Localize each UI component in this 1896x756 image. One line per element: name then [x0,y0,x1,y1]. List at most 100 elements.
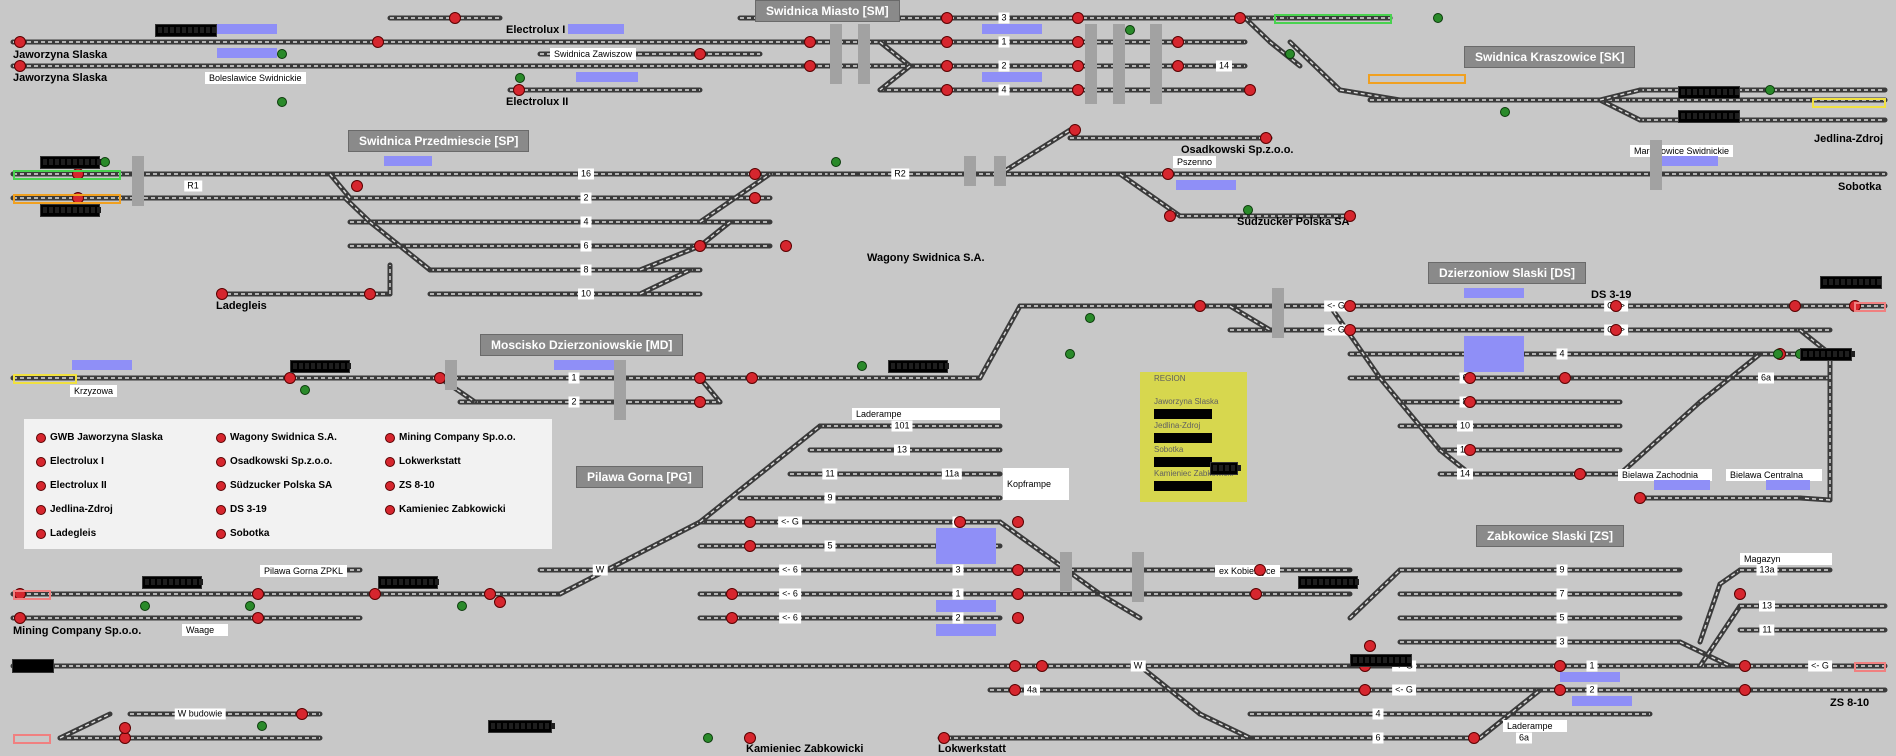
train-display[interactable] [40,156,101,169]
station-title-zabkowice-slaski[interactable]: Zabkowice Slaski [ZS] [1476,525,1625,547]
track-label[interactable]: W budowie [174,708,226,720]
station-title-swidnica-przedmiescie[interactable]: Swidnica Przedmiescie [SP] [348,130,530,152]
signal-red[interactable] [252,588,264,600]
signal-red[interactable] [364,288,376,300]
track-highlight[interactable] [1368,74,1466,84]
signal-red[interactable] [484,588,496,600]
signal-red[interactable] [119,722,131,734]
signal-green[interactable] [257,721,267,731]
occupied-block[interactable] [384,156,432,166]
signal-red[interactable] [941,84,953,96]
train-display[interactable] [142,576,203,589]
switch-block[interactable] [1085,24,1097,104]
signal-red[interactable] [1012,612,1024,624]
signal-green[interactable] [277,49,287,59]
track-segment[interactable] [367,219,433,273]
track-label[interactable]: 5 [1556,612,1568,624]
track-label[interactable]: 14 [1456,468,1474,480]
signal-red[interactable] [726,612,738,624]
occupied-block[interactable] [1176,180,1236,190]
track-label[interactable]: 1 [952,588,964,600]
legend-item[interactable]: Kamieniec Zabkowicki [385,504,506,515]
track-label[interactable]: 8 [580,264,592,276]
signal-red[interactable] [1344,300,1356,312]
occupied-block[interactable] [1572,696,1632,706]
region-display[interactable] [1154,481,1212,491]
signal-red[interactable] [1072,36,1084,48]
signal-red[interactable] [1012,588,1024,600]
signal-green[interactable] [1285,49,1295,59]
track-segment[interactable] [977,303,1023,381]
switch-block[interactable] [858,24,870,84]
switch-block[interactable] [994,156,1006,186]
switch-block[interactable] [1060,552,1072,592]
track-segment[interactable] [1197,711,1253,741]
station-title-pilawa-gorna[interactable]: Pilawa Gorna [PG] [576,466,703,488]
signal-red[interactable] [1464,372,1476,384]
signal-red[interactable] [1610,300,1622,312]
signal-red[interactable] [1164,210,1176,222]
track-highlight[interactable] [13,194,121,204]
occupied-block[interactable] [576,72,638,82]
track-label[interactable]: 3 [952,564,964,576]
occupied-block[interactable] [1766,480,1810,490]
track-segment[interactable] [1597,87,1643,103]
legend-item[interactable]: Electrolux II [36,480,107,491]
train-display[interactable] [1820,276,1882,289]
signal-red[interactable] [449,12,461,24]
signal-red[interactable] [1036,660,1048,672]
track-segment[interactable] [1287,39,1343,93]
signal-red[interactable] [14,60,26,72]
signal-red[interactable] [351,180,363,192]
legend-item[interactable]: Mining Company Sp.o.o. [385,432,516,443]
signal-red[interactable] [1009,660,1021,672]
track-highlight[interactable] [13,374,77,384]
train-display[interactable] [290,360,351,373]
track-segment[interactable] [1137,663,1203,717]
signal-green[interactable] [1085,313,1095,323]
track-segment[interactable] [1697,603,1743,669]
region-display[interactable] [1154,457,1212,467]
signal-green[interactable] [457,601,467,611]
train-display[interactable] [1678,86,1740,99]
signal-red[interactable] [1172,60,1184,72]
track-segment[interactable] [327,171,353,201]
legend-item[interactable]: Osadkowski Sp.z.o.o. [216,456,332,467]
signal-red[interactable] [284,372,296,384]
track-segment[interactable] [877,63,913,93]
station-title-swidnica-miasto[interactable]: Swidnica Miasto [SM] [755,0,900,22]
signal-green[interactable] [1243,205,1253,215]
signal-red[interactable] [749,192,761,204]
legend-item[interactable]: Lokwerkstatt [385,456,461,467]
signal-red[interactable] [954,516,966,528]
signal-red[interactable] [804,60,816,72]
track-highlight[interactable] [13,170,121,180]
track-segment[interactable] [342,195,373,225]
occupied-block[interactable] [936,600,996,612]
switch-block[interactable] [1132,552,1144,602]
signal-green[interactable] [1433,13,1443,23]
signal-red[interactable] [726,588,738,600]
signal-green[interactable] [1765,85,1775,95]
track-label[interactable]: <- G [1392,684,1416,696]
track-label[interactable]: 6a [1515,732,1533,744]
switch-block[interactable] [1272,288,1284,338]
signal-red[interactable] [780,240,792,252]
track-label[interactable]: 6 [580,240,592,252]
signal-red[interactable] [372,36,384,48]
track-segment[interactable] [1717,567,1743,587]
track-segment[interactable] [57,711,113,741]
signal-red[interactable] [1194,300,1206,312]
track-segment[interactable] [1797,495,1833,503]
signal-green[interactable] [245,601,255,611]
track-highlight[interactable] [13,590,51,600]
track-segment[interactable] [1242,15,1273,45]
track-label[interactable]: 1 [568,372,580,384]
signal-green[interactable] [703,733,713,743]
signal-green[interactable] [831,157,841,167]
occupied-block[interactable] [982,72,1042,82]
track-label[interactable]: <- G [1324,300,1348,312]
legend-item[interactable]: Sobotka [216,528,269,539]
train-display[interactable] [1298,576,1359,589]
train-display[interactable] [1800,348,1855,361]
